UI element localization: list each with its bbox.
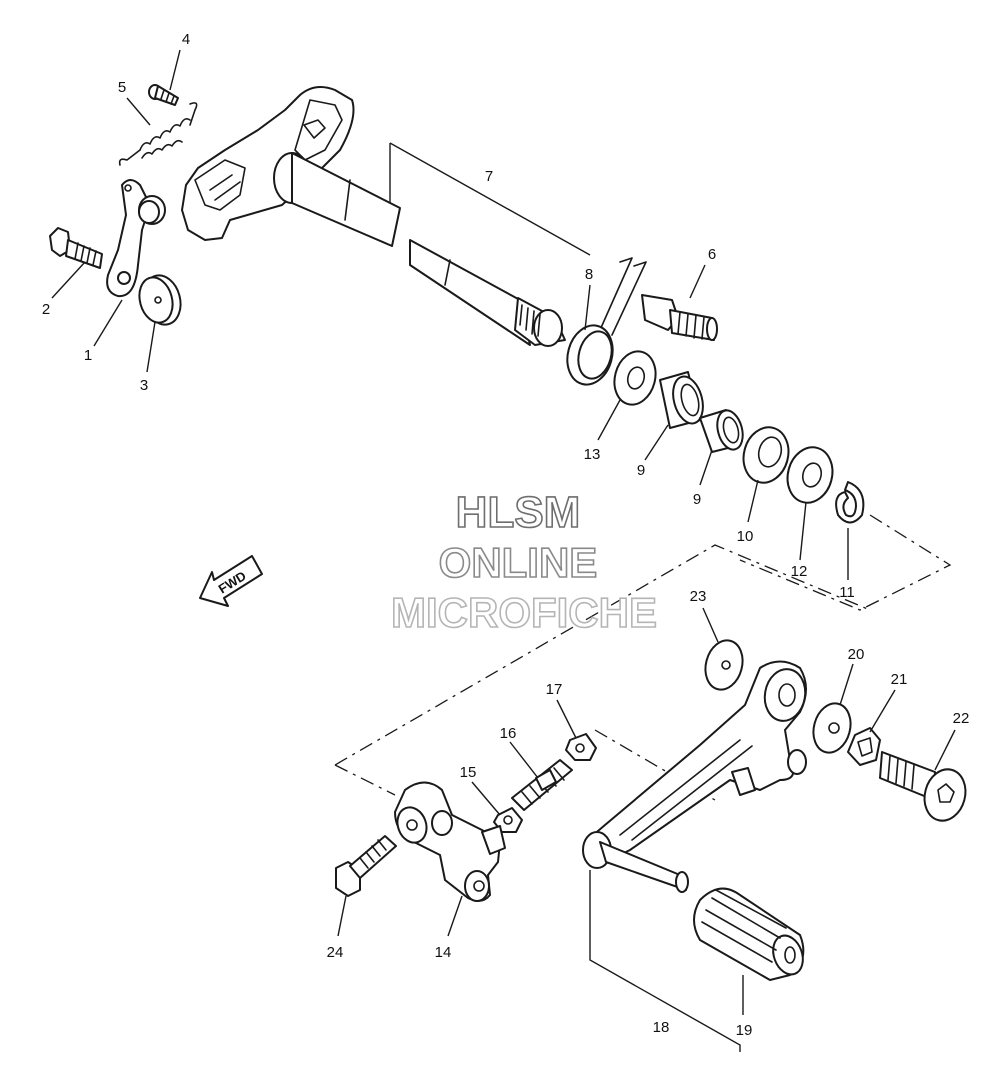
part-11-circlip <box>835 481 865 524</box>
callout-18: 18 <box>653 1019 670 1036</box>
part-6-stud-bolt <box>641 294 718 341</box>
callout-2: 2 <box>42 301 50 318</box>
callout-19: 19 <box>736 1022 753 1039</box>
callout-16: 16 <box>500 725 517 742</box>
part-14-shift-arm <box>394 781 506 902</box>
callout-9a: 9 <box>637 462 645 479</box>
callout-14: 14 <box>435 944 452 961</box>
callout-20: 20 <box>848 646 865 663</box>
callout-1: 1 <box>84 347 92 364</box>
watermark-line-1: HLSM <box>456 488 581 537</box>
bracket-lines <box>334 142 952 1052</box>
part-10-oil-seal <box>742 426 790 484</box>
callout-9b: 9 <box>693 491 701 508</box>
callout-17: 17 <box>546 681 563 698</box>
part-23-washer <box>704 639 744 691</box>
part-16-rod <box>511 759 573 811</box>
callout-23: 23 <box>690 588 707 605</box>
part-12-washer <box>786 446 834 504</box>
watermark-line-3: MICROFICHE <box>391 589 657 636</box>
callout-15: 15 <box>460 764 477 781</box>
part-24-bolt <box>335 835 397 897</box>
callout-7: 7 <box>485 168 493 185</box>
callout-10: 10 <box>737 528 754 545</box>
leader-lines <box>51 49 956 1015</box>
fwd-arrow: FWD <box>199 555 263 607</box>
part-17-nut <box>565 733 597 761</box>
callout-21: 21 <box>891 671 908 688</box>
callout-4: 4 <box>182 31 190 48</box>
part-21-clip <box>847 727 881 766</box>
part-5-spring <box>118 102 198 166</box>
part-3-washer <box>138 274 182 326</box>
part-18-shift-pedal <box>582 660 807 893</box>
part-9-bearing-b <box>699 409 744 453</box>
part-9-bearing-a <box>659 371 704 429</box>
watermark-line-2: ONLINE <box>439 539 598 586</box>
callout-3: 3 <box>140 377 148 394</box>
callout-12: 12 <box>791 563 808 580</box>
callout-6: 6 <box>708 246 716 263</box>
part-1-stopper-lever <box>106 179 166 298</box>
part-8-torsion-spring <box>566 257 647 386</box>
callout-24: 24 <box>327 944 344 961</box>
callout-5: 5 <box>118 79 126 96</box>
callout-11: 11 <box>839 584 855 601</box>
callout-numbers: 4 5 2 1 3 7 6 8 13 9 9 10 12 11 23 20 21… <box>42 31 970 1039</box>
part-20-washer <box>812 702 852 754</box>
part-7-shift-shaft <box>181 85 566 347</box>
callout-22: 22 <box>953 710 970 727</box>
watermark: HLSM ONLINE MICROFICHE <box>390 487 658 637</box>
callout-8: 8 <box>585 266 593 283</box>
part-2-bolt <box>49 227 103 269</box>
callout-13: 13 <box>584 446 601 463</box>
part-4-screw <box>148 84 179 106</box>
part-19-pedal-rubber <box>693 887 805 981</box>
part-22-bolt <box>879 751 967 822</box>
part-13-washer <box>613 350 657 406</box>
